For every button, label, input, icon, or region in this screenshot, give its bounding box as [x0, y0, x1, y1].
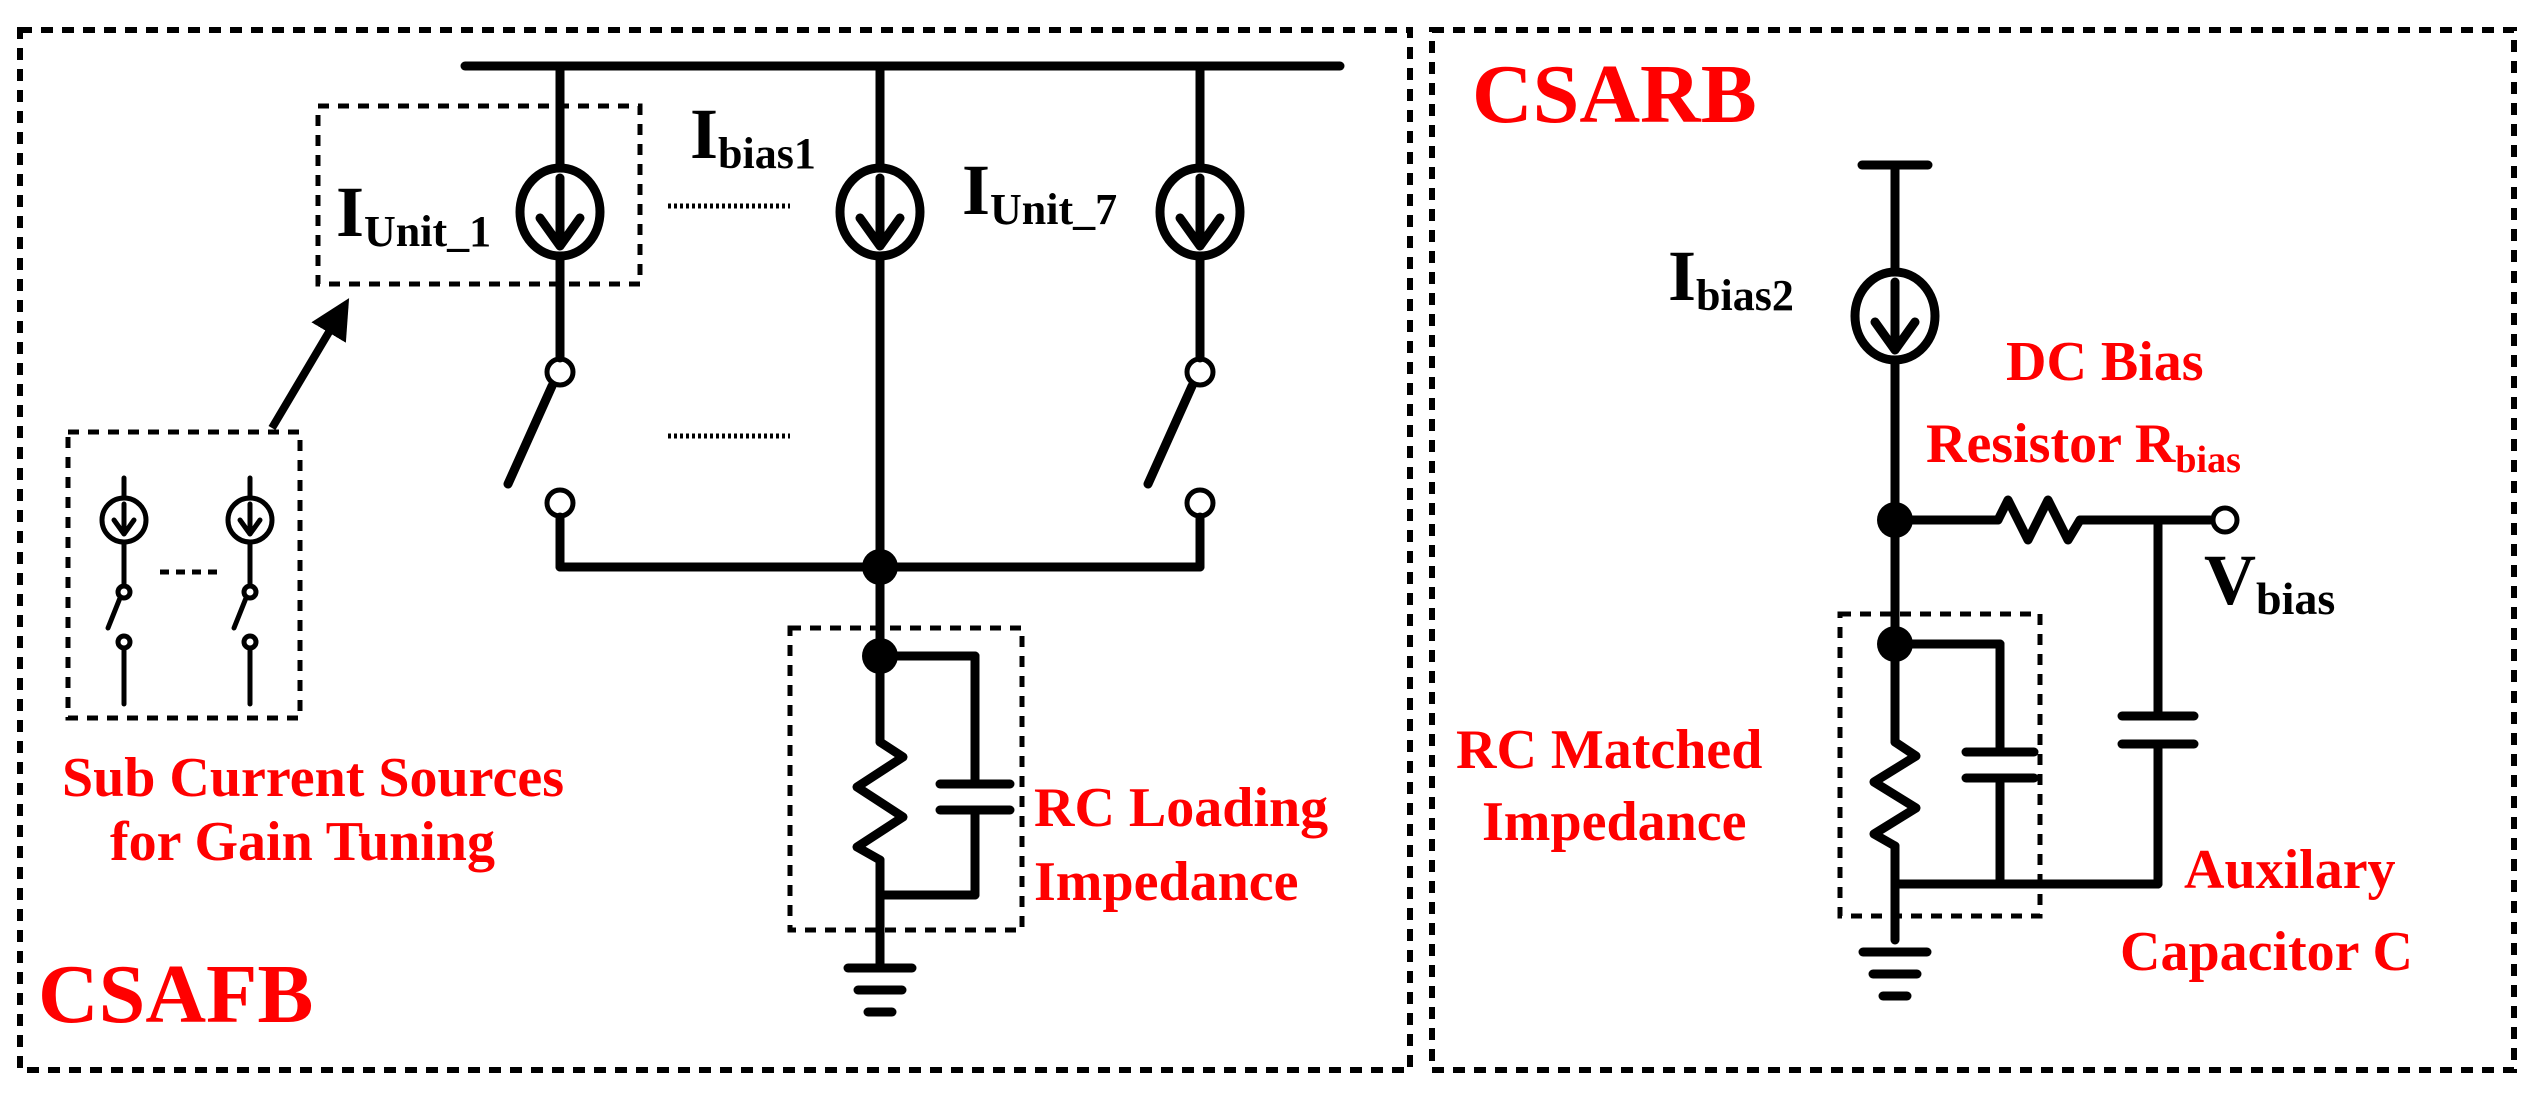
unit1-switch-icon — [544, 356, 576, 388]
caption-rc-loading-line2: Impedance — [1034, 851, 1298, 913]
vbias-terminal-icon — [2210, 505, 2240, 535]
left-ground-icon — [843, 963, 917, 1017]
caption-aux-cap-line2: Capacitor C — [2120, 921, 2413, 983]
label-i-bias2: Ibias2 — [1668, 236, 1794, 320]
caption-rc-loading-line1: RC Loading — [1034, 777, 1328, 839]
unit1-highlight-box — [315, 103, 643, 287]
unit1-branch — [503, 61, 605, 572]
auxiliary-capacitor — [2117, 515, 2199, 889]
title-csafb: CSAFB — [38, 948, 313, 1041]
caption-sub-sources-line1: Sub Current Sources — [62, 747, 564, 809]
rc-matched-resistor-icon — [1869, 737, 1921, 851]
csafb-panel-border — [17, 27, 1413, 1073]
bias1-branch — [835, 61, 925, 660]
label-i-unit7: IUnit_7 — [962, 150, 1117, 234]
label-v-bias: Vbias — [2204, 540, 2335, 624]
zoom-arrow — [268, 298, 350, 431]
caption-rc-matched-line1: RC Matched — [1456, 719, 1762, 781]
common-node-dot — [862, 549, 898, 585]
dc-bias-resistor-icon — [1993, 495, 2085, 545]
caption-sub-sources-line2: for Gain Tuning — [110, 811, 495, 873]
caption-dc-bias-line1: DC Bias — [2006, 331, 2204, 393]
csarb-panel-border — [1429, 27, 2517, 1073]
sub-current-sources — [65, 429, 303, 721]
label-i-unit1: IUnit_1 — [336, 172, 491, 256]
title-csarb: CSARB — [1472, 48, 1757, 141]
rc-loading-impedance — [787, 625, 1025, 970]
unit7-switch-icon — [1184, 356, 1216, 388]
caption-aux-cap-line1: Auxilary — [2184, 839, 2396, 901]
dc-bias-resistor — [1890, 495, 2240, 545]
label-i-bias1: Ibias1 — [690, 94, 816, 178]
caption-rc-matched-line2: Impedance — [1482, 791, 1746, 853]
unit7-branch — [1143, 61, 1245, 572]
rc-matched-impedance — [1837, 515, 2163, 945]
caption-dc-bias-line2: Resistor Rbias — [1926, 413, 2241, 481]
right-ground-icon — [1858, 947, 1932, 1001]
rc-loading-resistor-icon — [852, 737, 908, 865]
